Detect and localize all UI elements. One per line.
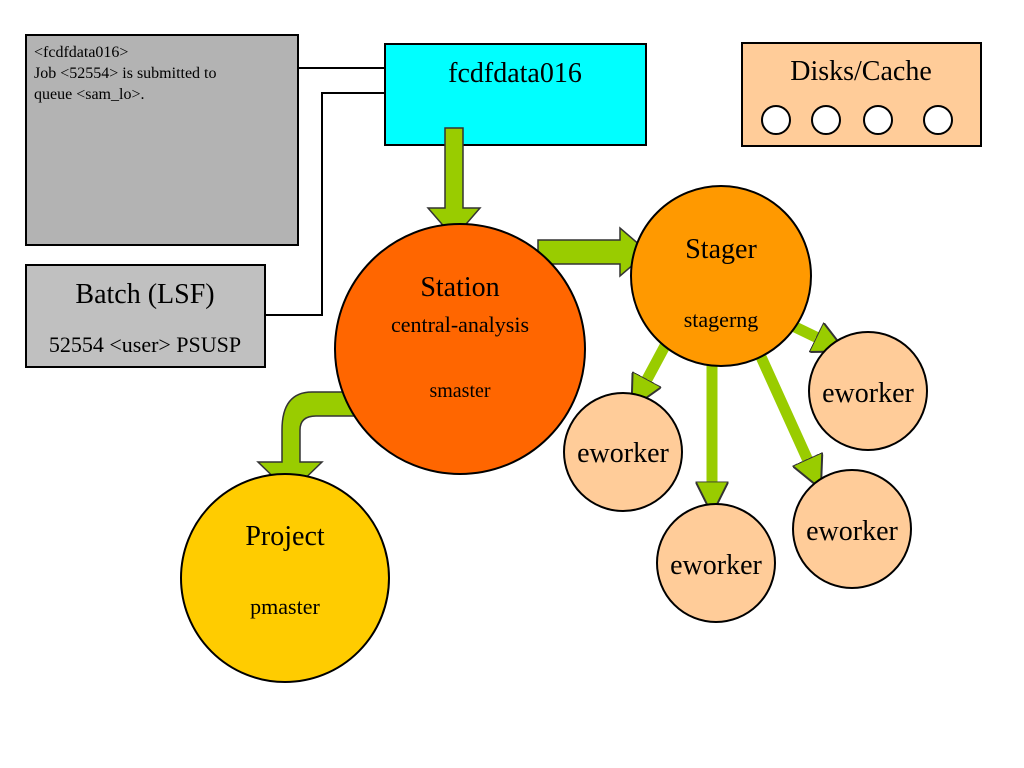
terminal-panel: <fcdfdata016> Job <52554> is submitted t…: [25, 34, 299, 246]
worker-label: eworker: [577, 438, 669, 469]
station-name: central-analysis: [391, 312, 529, 337]
disk-icon: [761, 105, 791, 135]
batch-status: 52554 <user> PSUSP: [49, 332, 241, 357]
worker-node: eworker: [656, 503, 776, 623]
disks-cache-label: Disks/Cache: [790, 56, 932, 87]
disk-icon: [811, 105, 841, 135]
terminal-line: <fcdfdata016>: [34, 44, 128, 61]
terminal-line: queue <sam_lo>.: [34, 86, 144, 103]
station-node: Station central-analysis smaster: [334, 223, 586, 475]
project-process: pmaster: [250, 594, 320, 619]
disk-icon: [863, 105, 893, 135]
station-process: smaster: [429, 380, 490, 402]
host-to-station-arrow: [426, 127, 482, 240]
worker-label: eworker: [822, 378, 914, 409]
terminal-line: Job <52554> is submitted to: [34, 65, 217, 82]
batch-to-host-line: [265, 92, 385, 316]
stager-to-worker-arrow: [790, 321, 822, 340]
host-box: fcdfdata016: [384, 43, 647, 146]
disk-icon: [923, 105, 953, 135]
batch-box: Batch (LSF) 52554 <user> PSUSP: [25, 264, 266, 368]
stager-process: stagerng: [684, 307, 759, 332]
project-node: Project pmaster: [180, 473, 390, 683]
disks-cache-box: Disks/Cache: [741, 42, 982, 147]
batch-title: Batch (LSF): [75, 279, 214, 310]
stager-to-worker-arrow: [751, 345, 810, 465]
worker-node: eworker: [792, 469, 912, 589]
station-title: Station: [420, 272, 499, 303]
project-title: Project: [245, 521, 325, 552]
worker-node: eworker: [563, 392, 683, 512]
arrows: [256, 127, 822, 493]
stager-to-worker-arrow: [644, 341, 671, 385]
worker-label: eworker: [670, 550, 762, 581]
stager-node: Stager stagerng: [630, 185, 812, 367]
stager-title: Stager: [685, 234, 757, 265]
host-label: fcdfdata016: [448, 58, 582, 89]
worker-label: eworker: [806, 516, 898, 547]
worker-node: eworker: [808, 331, 928, 451]
